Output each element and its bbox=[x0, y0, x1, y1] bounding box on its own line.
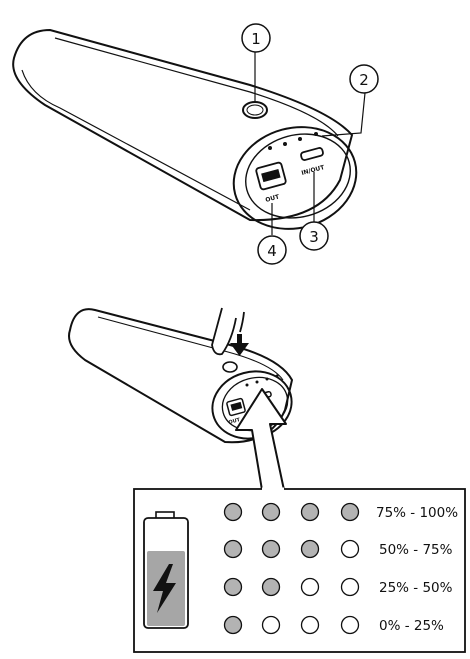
power-bank-main bbox=[12, 28, 358, 230]
charge-range-label: 0% - 25% bbox=[379, 618, 444, 634]
led-level-row: 50% - 75% bbox=[223, 539, 453, 559]
charge-level-legend bbox=[133, 487, 466, 653]
led-on-icon bbox=[300, 539, 320, 559]
charge-range-label: 25% - 50% bbox=[379, 580, 453, 596]
led-level-row: 25% - 50% bbox=[223, 577, 453, 597]
led-on-icon bbox=[223, 615, 243, 635]
charge-range-label: 75% - 100% bbox=[376, 505, 458, 521]
led-off-icon bbox=[300, 577, 320, 597]
finger-press-icon bbox=[211, 307, 245, 356]
battery-charging-icon bbox=[143, 511, 189, 629]
port-label-out: OUT bbox=[265, 193, 281, 204]
small-power-button-icon bbox=[222, 361, 238, 373]
callout-1-number: 1 bbox=[251, 30, 261, 48]
led-off-icon bbox=[300, 615, 320, 635]
power-bank-press-view bbox=[68, 308, 294, 444]
callout-lines bbox=[254, 52, 366, 235]
led-on-icon bbox=[300, 502, 320, 522]
led-on-icon bbox=[223, 539, 243, 559]
led-on-icon bbox=[261, 577, 281, 597]
led-off-icon bbox=[340, 539, 360, 559]
callout-2: 2 bbox=[349, 64, 379, 94]
small-ports bbox=[226, 390, 272, 417]
small-port-label-out: OUT bbox=[228, 417, 241, 426]
callout-2-number: 2 bbox=[359, 71, 369, 89]
callout-4: 4 bbox=[257, 235, 287, 265]
callout-1: 1 bbox=[241, 23, 271, 53]
led-on-icon bbox=[223, 502, 243, 522]
led-dots-main bbox=[268, 132, 318, 150]
charge-range-label: 50% - 75% bbox=[379, 542, 453, 558]
led-on-icon bbox=[223, 577, 243, 597]
callout-4-number: 4 bbox=[267, 242, 277, 260]
led-on-icon bbox=[261, 539, 281, 559]
down-arrow-icon bbox=[230, 334, 249, 356]
led-level-row: 75% - 100% bbox=[223, 502, 458, 522]
led-level-grid: 75% - 100% 50% - 75% 25% - 50% 0% - 25% bbox=[223, 502, 458, 635]
led-off-icon bbox=[340, 615, 360, 635]
callout-3-number: 3 bbox=[309, 228, 319, 246]
callout-3: 3 bbox=[299, 221, 329, 251]
led-off-icon bbox=[261, 615, 281, 635]
micro-usb-port bbox=[300, 147, 324, 161]
power-button-icon bbox=[242, 101, 268, 119]
led-on-icon bbox=[261, 502, 281, 522]
led-level-row: 0% - 25% bbox=[223, 615, 444, 635]
led-dots-small bbox=[245, 374, 279, 387]
led-on-icon bbox=[340, 502, 360, 522]
led-off-icon bbox=[340, 577, 360, 597]
usb-a-port bbox=[255, 161, 287, 191]
